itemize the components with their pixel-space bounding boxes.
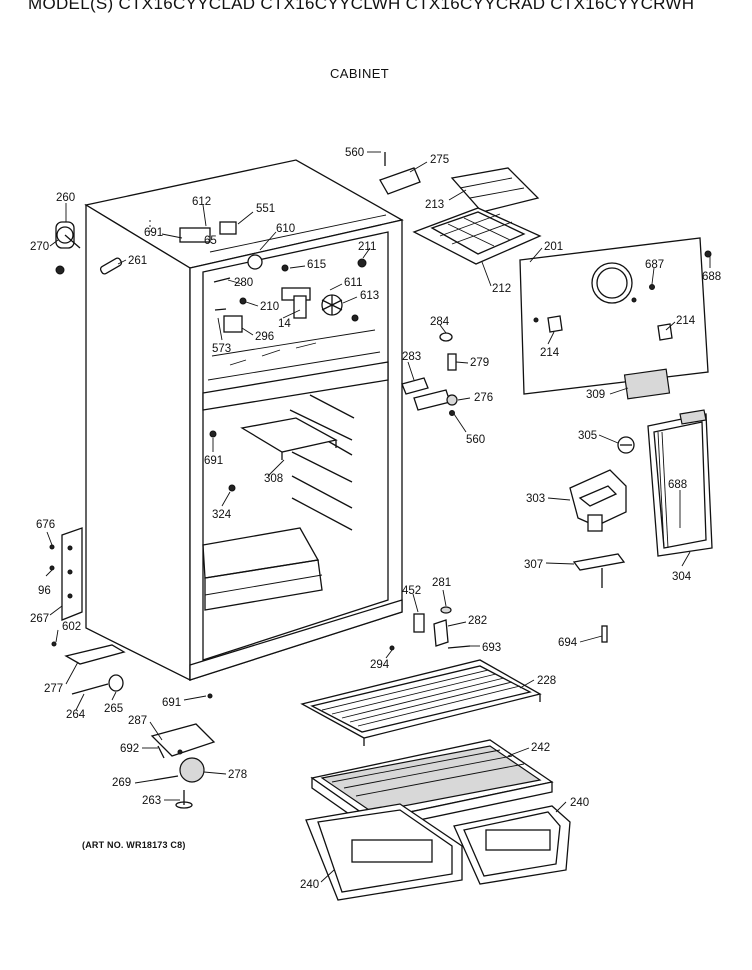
- callout-240: 240: [570, 797, 589, 809]
- callout-280: 280: [234, 277, 253, 289]
- crisper-drawer-right: [453, 805, 571, 885]
- callout-676: 676: [36, 519, 55, 531]
- callout-688: 688: [702, 271, 721, 283]
- bracket-307: [572, 553, 626, 571]
- callout-213: 213: [425, 199, 444, 211]
- callout-261: 261: [128, 255, 147, 267]
- callout-610: 610: [276, 223, 295, 235]
- callout-276: 276: [474, 392, 493, 404]
- evaporator-fan-parts: [179, 221, 367, 333]
- callout-281: 281: [432, 577, 451, 589]
- callout-308: 308: [264, 473, 283, 485]
- callout-214: 214: [676, 315, 696, 327]
- callout-615: 615: [307, 259, 326, 271]
- bottom-hinge-277: [64, 644, 126, 665]
- callout-212: 212: [492, 283, 511, 295]
- callout-277: 277: [44, 683, 63, 695]
- callout-694: 694: [558, 637, 578, 649]
- callout-303: 303: [526, 493, 545, 505]
- callout-551: 551: [256, 203, 275, 215]
- callout-278: 278: [228, 769, 247, 781]
- callout-296: 296: [255, 331, 274, 343]
- callout-573: 573: [212, 343, 231, 355]
- callout-96: 96: [38, 585, 51, 597]
- callout-687: 687: [645, 259, 664, 271]
- callout-688: 688: [668, 479, 687, 491]
- callout-611: 611: [344, 277, 362, 289]
- callout-242: 242: [531, 742, 550, 754]
- callout-260: 260: [56, 192, 75, 204]
- leader-lines: [45, 151, 711, 883]
- label-309: [623, 368, 671, 400]
- callout-282: 282: [468, 615, 487, 627]
- callout-691: 691: [144, 227, 163, 239]
- callout-452: 452: [402, 585, 421, 597]
- callout-307: 307: [524, 559, 543, 571]
- control-housing-303: [569, 469, 627, 527]
- rear-panel-201: [519, 237, 709, 395]
- callout-284: 284: [430, 316, 450, 328]
- callout-304: 304: [672, 571, 692, 583]
- callout-14: 14: [278, 318, 291, 330]
- model-header: MODEL(S) CTX16CYYCLAD CTX16CYYCLWH CTX16…: [28, 0, 695, 13]
- refrigerator-cabinet: [84, 159, 404, 682]
- art-number: (ART NO. WR18173 C8): [82, 840, 186, 850]
- callout-287: 287: [128, 715, 147, 727]
- callout-201: 201: [544, 241, 563, 253]
- callout-309: 309: [586, 389, 605, 401]
- callout-612: 612: [192, 196, 211, 208]
- bracket-287: [150, 723, 216, 757]
- callout-279: 279: [470, 357, 489, 369]
- callout-324: 324: [212, 509, 232, 521]
- callout-228: 228: [537, 675, 556, 687]
- callout-560: 560: [466, 434, 485, 446]
- callout-305: 305: [578, 430, 597, 442]
- callout-560: 560: [345, 147, 364, 159]
- callout-270: 270: [30, 241, 49, 253]
- callout-264: 264: [66, 709, 86, 721]
- callout-210: 210: [260, 301, 279, 313]
- crisper-drawer-left: [305, 803, 463, 901]
- callout-214: 214: [540, 347, 560, 359]
- callout-263: 263: [142, 795, 161, 807]
- callout-275: 275: [430, 154, 449, 166]
- wire-shelf-228: [300, 659, 542, 746]
- callout-602: 602: [62, 621, 81, 633]
- callout-65: 65: [204, 235, 217, 247]
- callout-240: 240: [300, 879, 319, 891]
- callout-691: 691: [162, 697, 181, 709]
- callout-267: 267: [30, 613, 49, 625]
- ice-tray-area: [379, 152, 542, 265]
- callout-283: 283: [402, 351, 421, 363]
- callout-211: 211: [358, 241, 376, 253]
- callout-613: 613: [360, 290, 379, 302]
- callout-269: 269: [112, 777, 131, 789]
- section-title: CABINET: [330, 66, 390, 81]
- callout-693: 693: [482, 642, 501, 654]
- hinge-plate-267: [61, 527, 83, 621]
- callout-692: 692: [120, 743, 139, 755]
- callout-294: 294: [370, 659, 390, 671]
- callout-691: 691: [204, 455, 223, 467]
- callout-265: 265: [104, 703, 123, 715]
- hinge-left: [55, 221, 123, 275]
